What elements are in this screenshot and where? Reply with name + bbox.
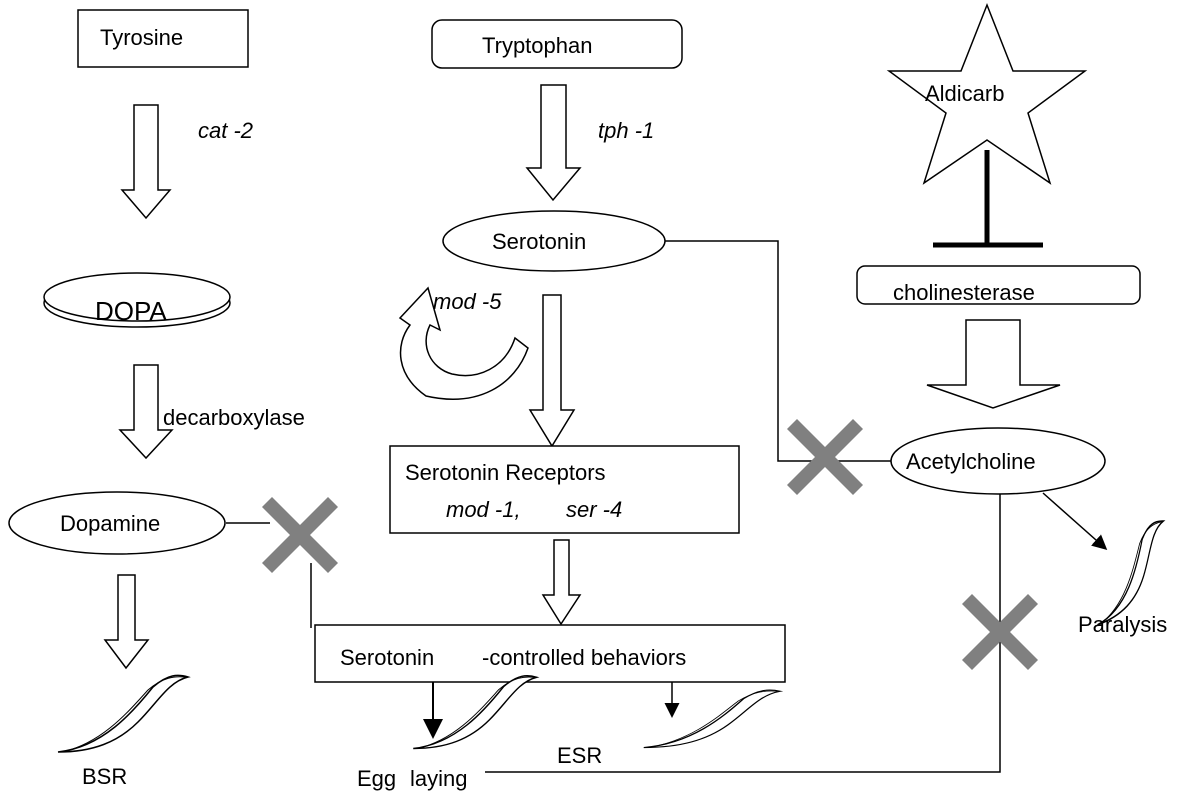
tph1-gene-label: tph -1: [598, 118, 654, 143]
bsr-label: BSR: [82, 764, 127, 789]
tryptophan-label: Tryptophan: [482, 33, 592, 58]
cholinesterase-box: [856, 265, 1141, 305]
behaviors-label-serotonin: Serotonin: [340, 645, 434, 670]
receptors-gene-mod1: mod -1,: [446, 497, 521, 522]
serotonin-receptors-box: [389, 445, 740, 534]
egg-laying-worm-icon: [412, 674, 538, 750]
dopamine-to-bsr-arrow: [103, 574, 150, 670]
tyrosine-box: [77, 9, 249, 68]
acetylcholine-label: Acetylcholine: [906, 449, 1036, 474]
decarboxylase-label: decarboxylase: [163, 405, 305, 430]
dopamine-block-x-icon: [262, 497, 338, 573]
dopa-label: DOPA: [95, 296, 167, 326]
behaviors-label-controlled: -controlled behaviors: [482, 645, 686, 670]
receptors-to-behaviors-arrow: [541, 539, 582, 626]
dopamine-ellipse: [8, 491, 226, 555]
aldicarb-label: Aldicarb: [925, 81, 1004, 106]
dopamine-label: Dopamine: [60, 511, 160, 536]
serotonin-behaviors-box: [314, 624, 786, 683]
tyrosine-label: Tyrosine: [100, 25, 183, 50]
tryptophan-to-serotonin-arrow: [525, 84, 582, 202]
acetylcholine-to-paralysis-arrow: [1042, 492, 1108, 550]
esr-label: ESR: [557, 743, 602, 768]
paralysis-worm-icon: [1070, 518, 1190, 626]
tyrosine-to-dopa-arrow: [120, 104, 172, 220]
aldicarb-star-icon: [886, 2, 1088, 185]
serotonin-label: Serotonin: [492, 229, 586, 254]
serotonin-to-receptors-arrow: [528, 294, 576, 448]
mod5-reuptake-arrow: [398, 286, 529, 400]
cholinesterase-to-acetylcholine-arrow: [926, 319, 1061, 409]
acetylcholine-esr-inhibit-line: [485, 494, 1001, 773]
tryptophan-box: [431, 19, 683, 69]
dopa-ellipse: [43, 272, 231, 322]
laying-label: laying: [410, 766, 467, 791]
mod5-gene-label: mod -5: [433, 289, 502, 314]
esr-worm-icon: [642, 689, 782, 749]
egg-label: Egg: [357, 766, 396, 791]
paralysis-label: Paralysis: [1078, 612, 1167, 637]
bsr-worm-icon: [57, 674, 189, 753]
receptors-title: Serotonin Receptors: [405, 460, 606, 485]
serotonin-acetylcholine-block-x-icon: [787, 419, 863, 495]
cat2-gene-label: cat -2: [198, 118, 253, 143]
dopa-to-dopamine-arrow: [118, 364, 174, 460]
receptors-gene-ser4: ser -4: [566, 497, 622, 522]
cholinesterase-label: cholinesterase: [893, 280, 1035, 305]
